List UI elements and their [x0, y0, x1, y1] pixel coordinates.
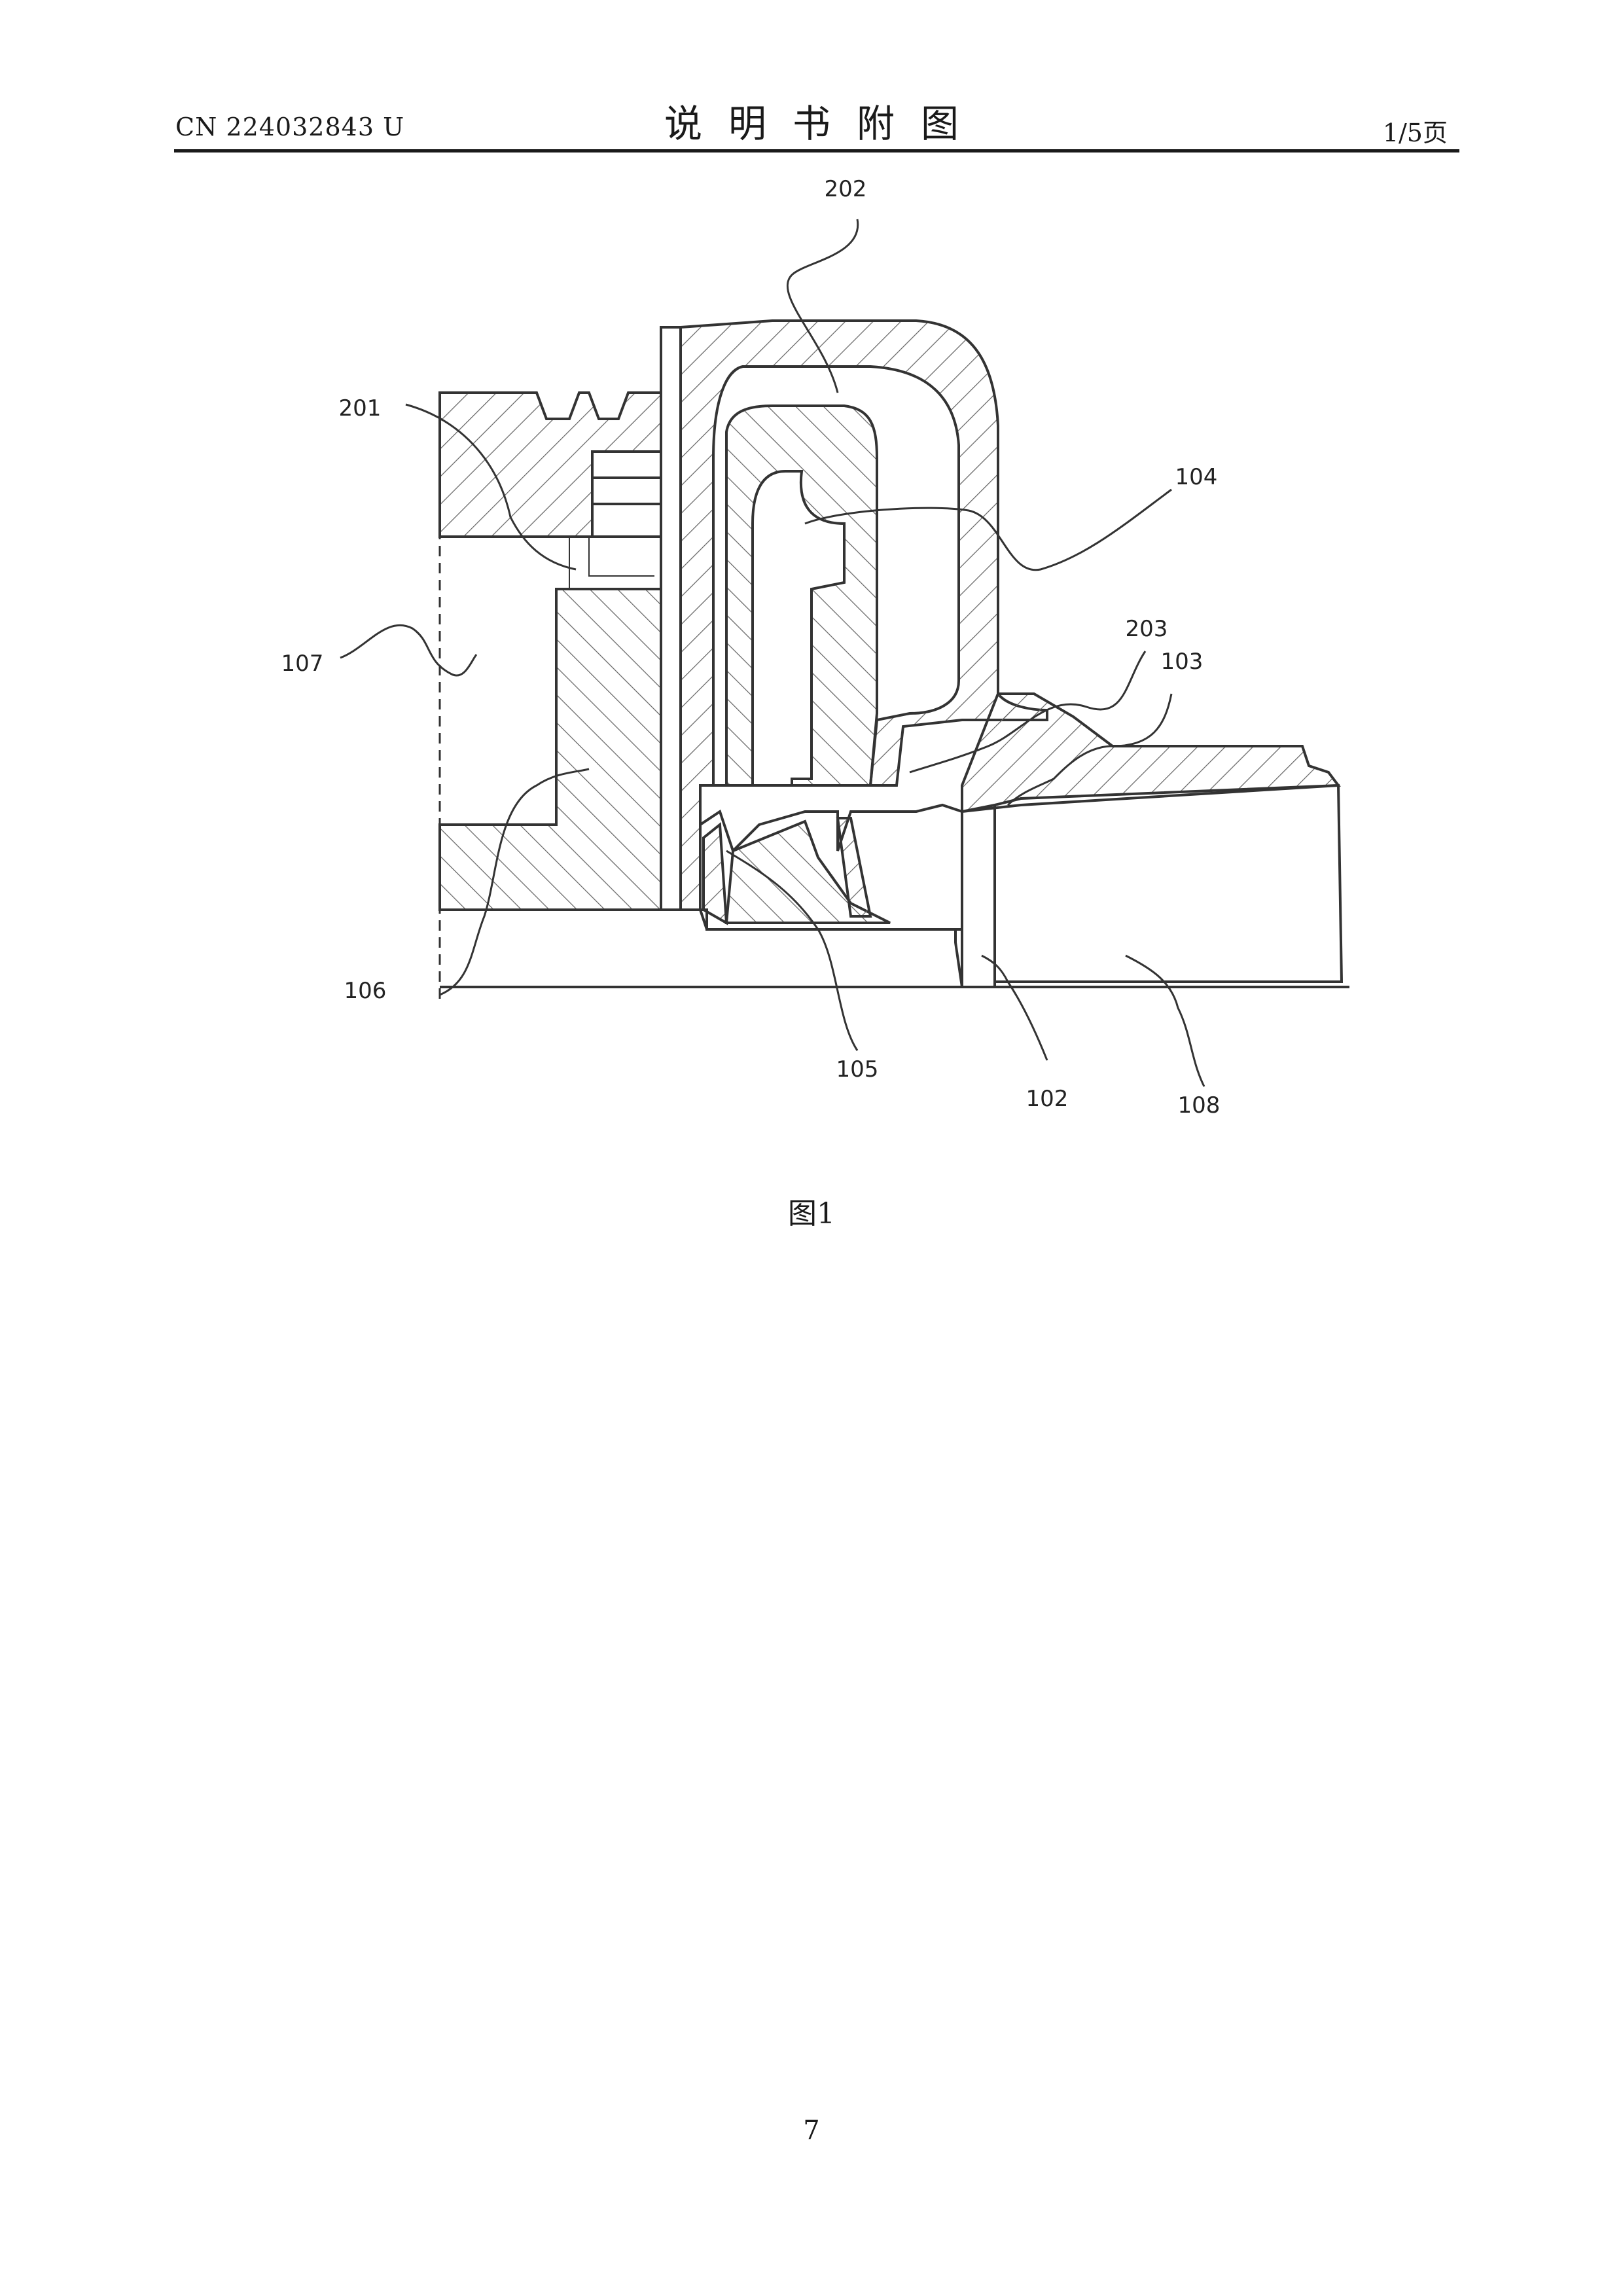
patent-figure: 202 201 104 107 203 103 106 105 102 108: [0, 0, 1623, 1178]
label-106: 106: [344, 978, 387, 1004]
label-102: 102: [1026, 1086, 1069, 1112]
label-104: 104: [1175, 464, 1218, 490]
figure-caption: 图1: [0, 1190, 1623, 1232]
label-203: 203: [1126, 616, 1168, 642]
label-103: 103: [1161, 649, 1204, 675]
label-202: 202: [825, 176, 867, 202]
page-number: 7: [0, 2115, 1623, 2145]
label-105: 105: [836, 1056, 879, 1083]
label-107: 107: [281, 651, 324, 677]
label-201: 201: [339, 395, 382, 422]
label-108: 108: [1178, 1092, 1221, 1119]
